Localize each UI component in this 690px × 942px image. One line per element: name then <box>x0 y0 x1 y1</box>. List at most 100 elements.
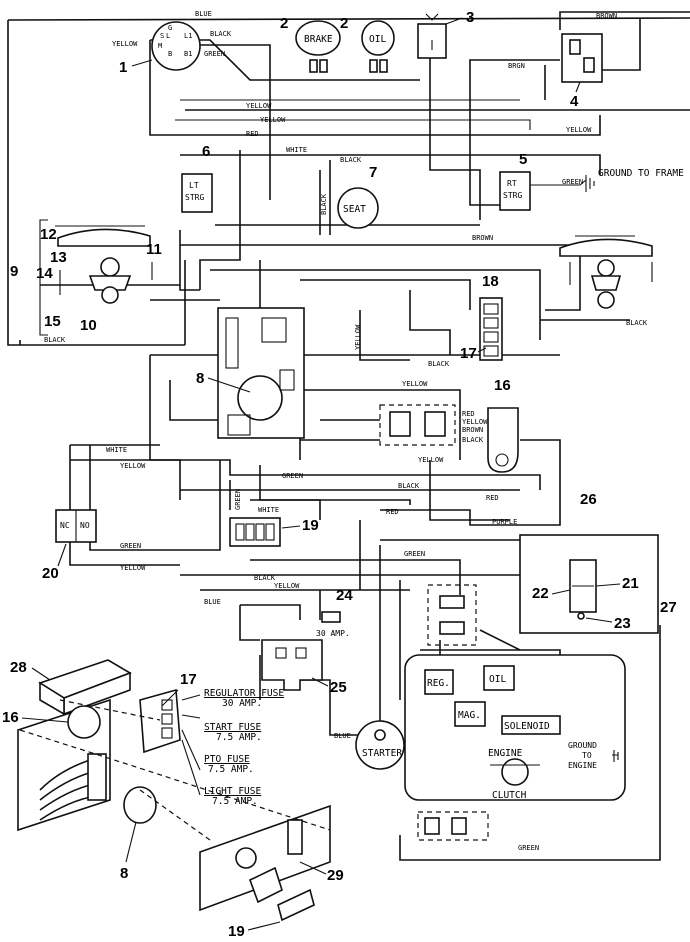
svg-text:2: 2 <box>340 15 348 32</box>
svg-text:30 AMP.: 30 AMP. <box>222 698 262 709</box>
right-headlight <box>559 235 653 309</box>
svg-text:CLUTCH: CLUTCH <box>492 790 527 801</box>
svg-text:GREEN: GREEN <box>518 844 539 852</box>
svg-text:RED: RED <box>246 130 259 138</box>
left-headlight <box>39 219 153 336</box>
connector-center <box>379 404 456 446</box>
wire-labels: BLUE BLACK YELLOW GREEN BROWN BRGN YELLO… <box>44 10 684 852</box>
right-steering-switch: RT STRG <box>499 171 595 211</box>
svg-text:20: 20 <box>42 565 59 582</box>
svg-text:3: 3 <box>466 9 474 26</box>
svg-text:S: S <box>160 32 164 40</box>
callout-numbers: 1 2 2 3 4 5 6 7 8 8 9 10 11 12 13 14 15 … <box>2 9 677 940</box>
svg-text:7.5 AMP.: 7.5 AMP. <box>208 764 254 775</box>
svg-text:29: 29 <box>327 867 344 884</box>
svg-text:19: 19 <box>302 517 319 534</box>
svg-text:21: 21 <box>622 575 639 592</box>
main-panel <box>217 307 305 439</box>
svg-text:OIL: OIL <box>489 674 506 685</box>
svg-text:WHITE: WHITE <box>286 146 307 154</box>
svg-text:NC: NC <box>60 521 70 530</box>
exploded-view <box>17 659 331 922</box>
svg-text:28: 28 <box>10 659 27 676</box>
svg-text:YELLOW: YELLOW <box>120 462 146 470</box>
svg-text:YELLOW: YELLOW <box>112 40 138 48</box>
brake-switch: BRAKE <box>295 20 341 73</box>
svg-text:30 AMP.: 30 AMP. <box>316 629 350 638</box>
svg-text:13: 13 <box>50 249 67 266</box>
svg-text:B1: B1 <box>184 50 192 58</box>
svg-text:GREEN: GREEN <box>204 50 225 58</box>
fuse-strip-19 <box>229 517 281 547</box>
svg-text:M: M <box>158 42 162 50</box>
svg-text:9: 9 <box>10 263 18 280</box>
svg-text:YELLOW: YELLOW <box>120 564 146 572</box>
svg-text:YELLOW: YELLOW <box>260 116 286 124</box>
svg-text:18: 18 <box>482 273 499 290</box>
fuse-30amp: 30 AMP. <box>316 611 350 638</box>
svg-text:NO: NO <box>80 521 90 530</box>
svg-text:REGULATOR FUSE: REGULATOR FUSE <box>204 688 284 699</box>
svg-text:BLACK: BLACK <box>320 193 328 215</box>
key-switch: S L L1 M B B1 G <box>151 21 201 71</box>
svg-text:7.5 AMP.: 7.5 AMP. <box>216 732 262 743</box>
svg-text:1: 1 <box>119 59 127 76</box>
svg-text:TO: TO <box>582 751 592 760</box>
svg-text:8: 8 <box>196 370 204 387</box>
svg-text:YELLOW: YELLOW <box>418 456 444 464</box>
fuse-legend: REGULATOR FUSE 30 AMP. START FUSE 7.5 AM… <box>204 688 284 807</box>
left-steering-switch: LT STRG <box>181 173 213 213</box>
svg-text:ENGINE: ENGINE <box>568 761 597 770</box>
svg-text:STARTER: STARTER <box>362 748 402 759</box>
svg-text:OIL: OIL <box>369 34 386 45</box>
svg-text:SOLENOID: SOLENOID <box>504 721 550 732</box>
oil-switch: OIL <box>361 20 395 73</box>
svg-text:26: 26 <box>580 491 597 508</box>
svg-text:BLUE: BLUE <box>195 10 212 18</box>
svg-text:WHITE: WHITE <box>258 506 279 514</box>
svg-text:B: B <box>168 50 172 58</box>
wire-harness <box>7 11 690 861</box>
svg-text:YELLOW: YELLOW <box>402 380 428 388</box>
relay-4 <box>561 33 603 83</box>
svg-text:2: 2 <box>280 15 288 32</box>
svg-text:GROUND: GROUND <box>568 741 597 750</box>
svg-text:GREEN: GREEN <box>282 472 303 480</box>
svg-text:YELLOW: YELLOW <box>354 324 362 350</box>
clutch-connector <box>417 811 489 841</box>
svg-text:BLACK: BLACK <box>44 336 66 344</box>
svg-text:LIGHT FUSE: LIGHT FUSE <box>204 786 261 797</box>
svg-text:22: 22 <box>532 585 549 602</box>
svg-text:WHITE: WHITE <box>106 446 127 454</box>
svg-text:L1: L1 <box>184 32 192 40</box>
svg-text:YELLOW: YELLOW <box>566 126 592 134</box>
relay-3 <box>417 13 447 59</box>
svg-text:RED: RED <box>462 410 475 418</box>
svg-text:BROWN: BROWN <box>462 426 483 434</box>
svg-text:11: 11 <box>146 241 162 258</box>
svg-text:BLACK: BLACK <box>428 360 450 368</box>
regulator-16 <box>487 407 519 473</box>
svg-text:L: L <box>166 32 170 40</box>
svg-text:PURPLE: PURPLE <box>492 518 517 526</box>
svg-text:BLACK: BLACK <box>254 574 276 582</box>
svg-text:BLACK: BLACK <box>210 30 232 38</box>
svg-text:19: 19 <box>228 923 245 940</box>
svg-text:BLACK: BLACK <box>626 319 648 327</box>
svg-text:G: G <box>168 24 172 32</box>
module-26 <box>519 534 659 634</box>
svg-text:16: 16 <box>494 377 511 394</box>
svg-text:15: 15 <box>44 313 61 330</box>
svg-text:24: 24 <box>336 587 353 604</box>
svg-text:START FUSE: START FUSE <box>204 722 261 733</box>
svg-text:7: 7 <box>369 164 377 181</box>
svg-text:25: 25 <box>330 679 347 696</box>
seat-switch: SEAT <box>337 187 379 229</box>
svg-text:BRGN: BRGN <box>508 62 525 70</box>
svg-text:17: 17 <box>460 345 477 362</box>
svg-text:BLUE: BLUE <box>204 598 221 606</box>
svg-text:MAG.: MAG. <box>458 710 481 721</box>
starter: STARTER <box>355 720 405 770</box>
svg-text:GREEN: GREEN <box>404 550 425 558</box>
svg-text:BRAKE: BRAKE <box>304 34 333 45</box>
